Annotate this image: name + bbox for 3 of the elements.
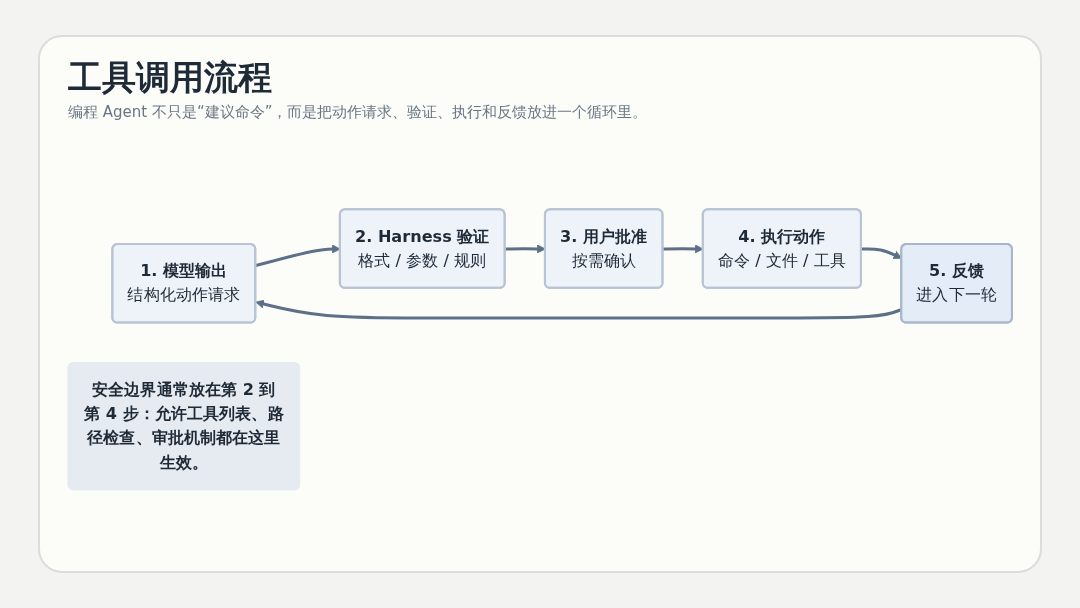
title: 工具调用流程	[68, 56, 272, 99]
card-background: 工具调用流程 编程 Agent 不只是“建议命令”，而是把动作请求、验证、执行和反馈放进一个循环里。 1. 模型输出 结构化动作请求 2. Harness 验证 格式 / 参数 / 规则 3. 用户批准 按需确认 4. 执行动作 命令 / 文件 / 工具 5. 反馈 进入下一轮 安全边界通常放在第 2 到第 4 步：允许工具列表、路径检查、审批机制都在这里生效。	[38, 35, 1042, 573]
caption: 编程 Agent 不只是“建议命令”，而是把动作请求、验证、执行和反馈放进一个循环里。	[68, 103, 648, 122]
